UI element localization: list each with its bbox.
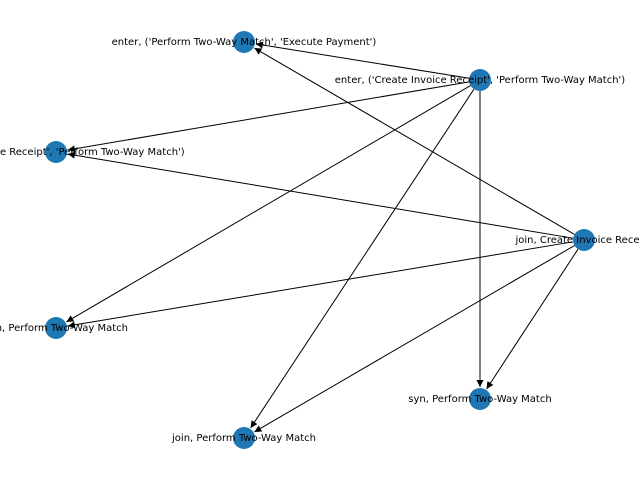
node-label-n6: syn, Perform Two-Way Match <box>408 394 551 405</box>
node-label-n7: join, Perform Two-Way Match <box>171 433 316 444</box>
edge-n2-to-n3 <box>67 81 470 153</box>
edge-n2-to-n1 <box>255 41 470 79</box>
graph-node-n7 <box>233 427 255 449</box>
graph-node-n2 <box>469 69 491 91</box>
edge-n4-to-n5 <box>67 241 574 329</box>
graph-node-n3 <box>45 141 67 163</box>
graph-node-n5 <box>45 317 67 339</box>
graph-node-n6 <box>469 388 491 410</box>
edge-n4-to-n6 <box>486 248 579 390</box>
node-label-n1: enter, ('Perform Two-Way Match', 'Execut… <box>112 37 377 48</box>
edge-n4-to-n3 <box>67 151 574 239</box>
edge-n2-to-n5 <box>66 85 471 323</box>
graph-node-n4 <box>573 229 595 251</box>
node-label-n4: join, Create Invoice Receipt <box>514 235 640 246</box>
labels-layer: enter, ('Perform Two-Way Match', 'Execut… <box>0 37 640 444</box>
node-label-n2: enter, ('Create Invoice Receipt', 'Perfo… <box>335 75 626 86</box>
node-label-n3: ('Create Invoice Receipt', 'Perform Two-… <box>0 147 185 158</box>
edges-layer <box>66 41 579 433</box>
edge-n2-to-n7 <box>250 88 475 429</box>
graph-node-n1 <box>233 31 255 53</box>
edge-n4-to-n7 <box>254 245 575 433</box>
node-label-n5: join, Perform Two-Way Match <box>0 323 128 334</box>
edge-n4-to-n1 <box>254 47 575 235</box>
nodes-layer <box>45 31 595 449</box>
